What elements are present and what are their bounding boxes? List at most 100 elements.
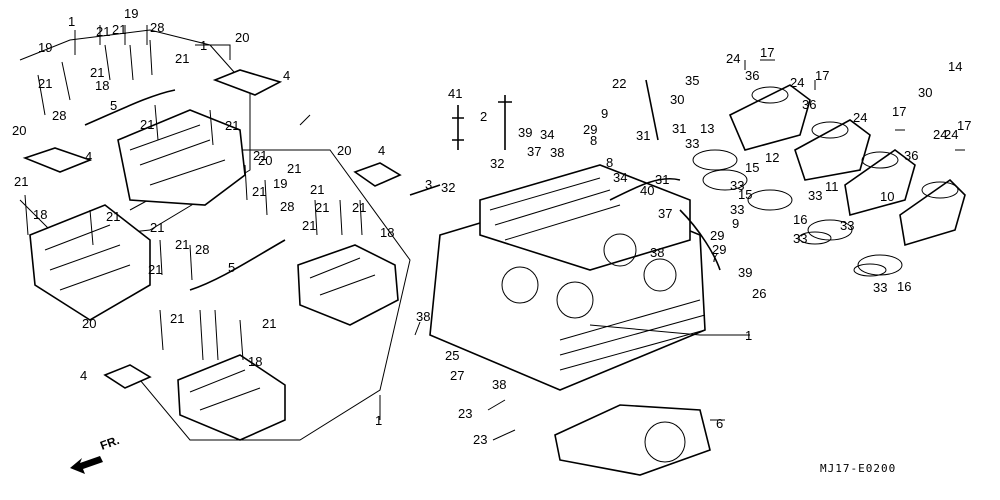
callout-20: 20	[258, 153, 272, 168]
callout-32: 32	[490, 156, 504, 171]
callout-19: 19	[273, 176, 287, 191]
callout-21: 21	[287, 161, 301, 176]
callout-24: 24	[944, 127, 958, 142]
callout-1: 1	[745, 328, 752, 343]
callout-22: 22	[612, 76, 626, 91]
callout-18: 18	[248, 354, 262, 369]
callout-19: 19	[38, 40, 52, 55]
callout-21: 21	[96, 24, 110, 39]
callout-28: 28	[195, 242, 209, 257]
callout-1: 1	[200, 38, 207, 53]
callout-31: 31	[655, 172, 669, 187]
callout-29: 29	[583, 122, 597, 137]
callout-labels: 1 1 1 1 2 3 4 4 4 4 5 5 6 7 8 8 9 9 10 1…	[12, 6, 971, 447]
callout-21: 21	[148, 262, 162, 277]
callout-19: 19	[124, 6, 138, 21]
callout-18: 18	[95, 78, 109, 93]
callout-24: 24	[853, 110, 867, 125]
callout-8: 8	[590, 133, 597, 148]
callout-21: 21	[352, 200, 366, 215]
callout-38: 38	[492, 377, 506, 392]
callout-7: 7	[711, 250, 718, 265]
callout-4: 4	[378, 143, 385, 158]
callout-8: 8	[606, 155, 613, 170]
callout-4: 4	[80, 368, 87, 383]
callout-30: 30	[918, 85, 932, 100]
callout-2: 2	[480, 109, 487, 124]
callout-33: 33	[873, 280, 887, 295]
callout-16: 16	[793, 212, 807, 227]
callout-21: 21	[310, 182, 324, 197]
callout-9: 9	[601, 106, 608, 121]
callout-36: 36	[745, 68, 759, 83]
callout-21: 21	[14, 174, 28, 189]
callout-21: 21	[302, 218, 316, 233]
callout-21: 21	[170, 311, 184, 326]
callout-21: 21	[90, 65, 104, 80]
callout-37: 37	[658, 206, 672, 221]
callout-26: 26	[752, 286, 766, 301]
callout-27: 27	[450, 368, 464, 383]
callout-25: 25	[445, 348, 459, 363]
callout-34: 34	[613, 170, 627, 185]
callout-20: 20	[235, 30, 249, 45]
callout-28: 28	[52, 108, 66, 123]
callout-21: 21	[150, 220, 164, 235]
head-cover-assembly	[19, 29, 411, 441]
callout-10: 10	[880, 189, 894, 204]
callout-21: 21	[252, 184, 266, 199]
callout-33: 33	[808, 188, 822, 203]
diagram-code: MJ17-E0200	[820, 462, 896, 475]
cylinder-head-assembly	[409, 79, 721, 476]
callout-21: 21	[225, 118, 239, 133]
callout-14: 14	[948, 59, 962, 74]
callout-38: 38	[550, 145, 564, 160]
callout-1: 1	[68, 14, 75, 29]
callout-20: 20	[82, 316, 96, 331]
callout-24: 24	[933, 127, 947, 142]
callout-3: 3	[425, 177, 432, 192]
callout-40: 40	[640, 183, 654, 198]
callout-21: 21	[38, 76, 52, 91]
callout-21: 21	[262, 316, 276, 331]
front-direction-indicator: FR.	[70, 433, 121, 474]
callout-9: 9	[732, 216, 739, 231]
callout-30: 30	[670, 92, 684, 107]
callout-34: 34	[540, 127, 554, 142]
callout-21: 21	[175, 51, 189, 66]
callout-11: 11	[825, 179, 839, 194]
callout-37: 37	[527, 144, 541, 159]
callout-21: 21	[106, 209, 120, 224]
callout-4: 4	[85, 149, 92, 164]
callout-21: 21	[253, 148, 267, 163]
callout-16: 16	[897, 279, 911, 294]
callout-18: 18	[380, 225, 394, 240]
callout-28: 28	[280, 199, 294, 214]
front-arrow-icon	[70, 456, 103, 474]
callout-32: 32	[441, 180, 455, 195]
callout-33: 33	[840, 218, 854, 233]
callout-21: 21	[112, 22, 126, 37]
callout-23: 23	[458, 406, 472, 421]
callout-23: 23	[473, 432, 487, 447]
callout-17: 17	[892, 104, 906, 119]
callout-33: 33	[793, 231, 807, 246]
callout-18: 18	[33, 207, 47, 222]
callout-21: 21	[175, 237, 189, 252]
callout-13: 13	[700, 121, 714, 136]
callout-20: 20	[12, 123, 26, 138]
callout-28: 28	[150, 20, 164, 35]
callout-17: 17	[760, 45, 774, 60]
callout-20: 20	[337, 143, 351, 158]
callout-31: 31	[672, 121, 686, 136]
callout-12: 12	[765, 150, 779, 165]
callout-41: 41	[448, 86, 462, 101]
callout-33: 33	[730, 202, 744, 217]
callout-17: 17	[815, 68, 829, 83]
callout-4: 4	[283, 68, 290, 83]
callout-5: 5	[110, 98, 117, 113]
callout-21: 21	[140, 117, 154, 132]
callout-33: 33	[730, 178, 744, 193]
callout-15: 15	[745, 160, 759, 175]
